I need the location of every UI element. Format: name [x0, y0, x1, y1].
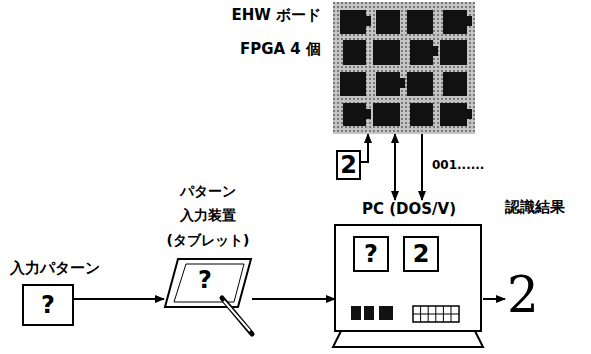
fpga-block	[343, 103, 366, 126]
fpga-block	[464, 109, 472, 119]
tablet-pad	[174, 264, 244, 302]
fpga-block	[340, 72, 366, 96]
node-heading: 入力パターン	[10, 259, 100, 278]
arrow-connector	[74, 298, 164, 300]
fpga-block	[410, 40, 433, 65]
fpga-block	[407, 10, 433, 34]
tablet: パターン 入力装置 (タブレット)?	[164, 258, 252, 308]
fpga-block	[363, 16, 371, 26]
input-pattern-box: 入力パターン?	[22, 284, 74, 326]
keypad	[351, 306, 361, 320]
fpga-block	[443, 10, 467, 34]
fpga-block	[440, 40, 467, 65]
fpga-block	[343, 40, 366, 65]
pattern-icon: 2	[336, 150, 361, 180]
monitor-case	[335, 225, 481, 331]
key-line	[413, 314, 459, 315]
edge-label: 001......	[430, 158, 486, 172]
fpga-block	[443, 72, 467, 96]
recognition-result: 認識結果 2	[505, 198, 585, 334]
arrow-connector	[252, 298, 335, 300]
fpga-block	[430, 46, 438, 56]
fpga-block	[376, 72, 400, 96]
pc: PC (DOS/V)? 2	[335, 200, 483, 350]
node-heading: 認識結果	[505, 198, 565, 217]
keyboard	[413, 306, 459, 322]
node-text: 2	[340, 153, 357, 177]
fpga-block	[410, 103, 433, 126]
node-text: 2	[413, 242, 430, 266]
arrow-connector	[421, 134, 423, 200]
screen-input-pattern: ?	[353, 236, 389, 272]
fpga-board-art	[333, 2, 475, 134]
fpga-block	[397, 78, 405, 88]
node-heading: パターン 入力装置 (タブレット)	[152, 179, 264, 253]
ehw-board: EHW ボードFPGA 4 個	[333, 2, 475, 134]
arrow-connector	[483, 298, 505, 300]
fpga-block	[376, 10, 400, 34]
node-text: ?	[198, 268, 212, 292]
fpga-block	[340, 10, 366, 34]
fpga-block	[373, 40, 400, 65]
fpga-block	[407, 72, 433, 96]
pen-inner	[224, 301, 250, 331]
node-text: ?	[364, 242, 378, 266]
fpga-block	[363, 109, 371, 119]
node-text: 2	[507, 270, 539, 320]
board-ground	[333, 2, 475, 134]
arrow-connector	[394, 134, 396, 200]
pc-base	[333, 331, 483, 347]
arrow-connector	[361, 134, 368, 162]
node-text: ?	[41, 293, 55, 317]
keypad	[379, 306, 393, 320]
keypad	[364, 306, 374, 320]
fpga-block	[440, 103, 467, 126]
node-heading: EHW ボード	[231, 6, 321, 25]
fpga-block	[373, 103, 400, 126]
node-heading: PC (DOS/V)	[335, 200, 483, 218]
pen	[222, 298, 252, 334]
tablet-outline	[165, 259, 251, 307]
node-heading: FPGA 4 個	[240, 40, 321, 59]
screen-result-pattern: 2	[403, 236, 439, 272]
fpga-block	[464, 16, 472, 26]
